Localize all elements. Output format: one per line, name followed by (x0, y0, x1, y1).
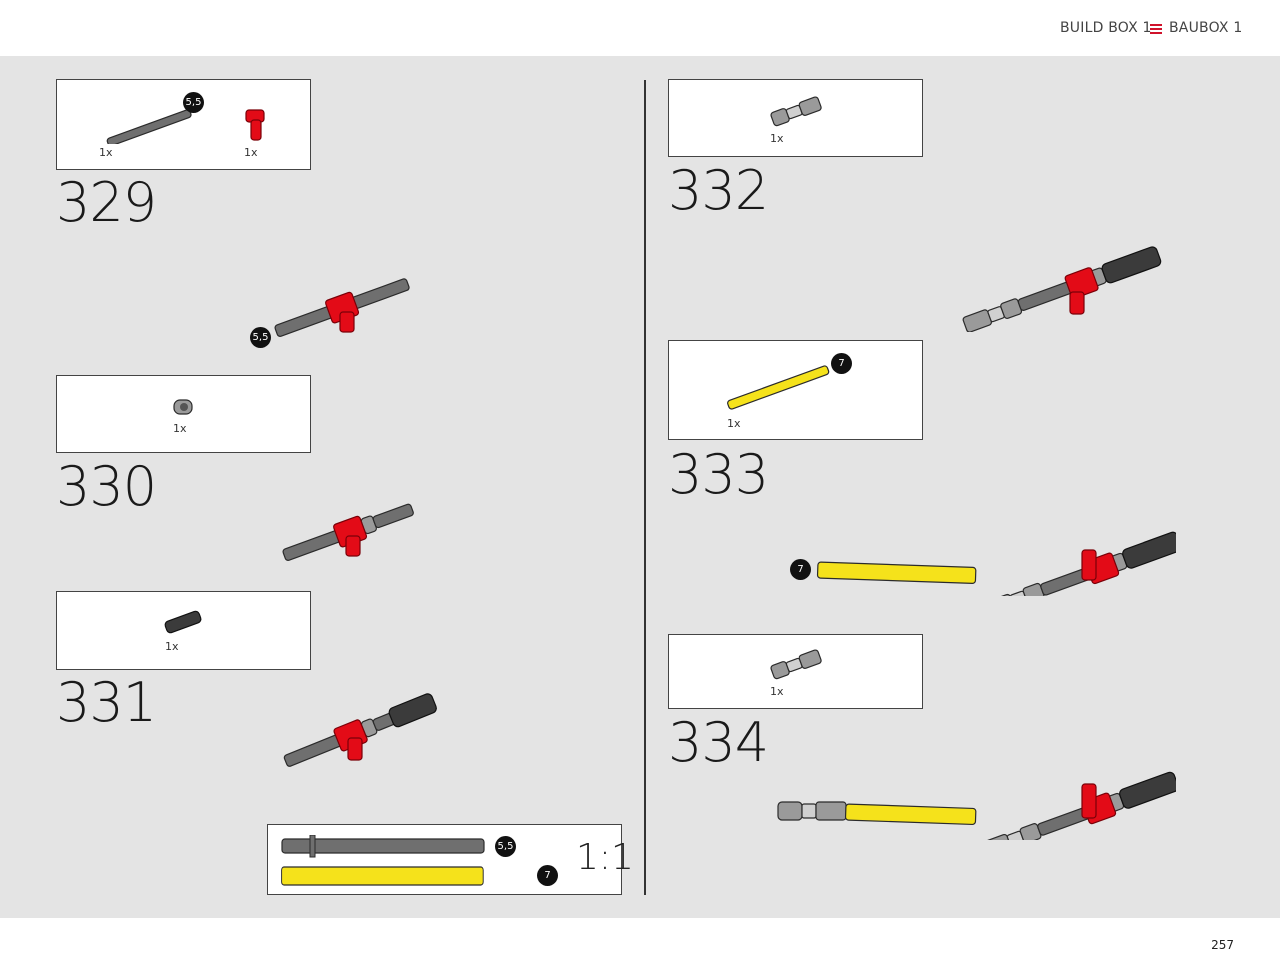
universal-joint-part-icon (770, 649, 822, 680)
step-number-333: 333 (668, 443, 769, 506)
part-qty: 1x (770, 132, 784, 145)
assembly-332-icon (962, 246, 1162, 332)
step-number-330: 330 (56, 455, 157, 518)
instruction-area (0, 56, 1280, 918)
assembly-333-icon (816, 531, 1176, 596)
parts-box-329: 5,5 1x 1x (56, 79, 311, 170)
universal-joint-part-icon (770, 96, 822, 127)
part-qty: 1x (165, 640, 179, 653)
length-badge: 5,5 (183, 92, 204, 113)
header-build-box: BUILD BOX 1 (1060, 20, 1152, 36)
yellow-axle-part-icon (727, 365, 830, 410)
part-qty: 1x (173, 422, 187, 435)
step-number-332: 332 (668, 159, 769, 222)
length-badge: 7 (831, 353, 852, 374)
step-number-329: 329 (56, 171, 157, 234)
header-baubox: BAUBOX 1 (1169, 20, 1243, 36)
scale-label: 1:1 (576, 837, 634, 878)
scale-axles-icon (281, 835, 485, 886)
axle-part-icon (106, 109, 192, 144)
page-number: 257 (1211, 938, 1234, 952)
flag-icon (1150, 24, 1162, 34)
parts-box-330: 1x (56, 375, 311, 453)
parts-box-334: 1x (668, 634, 923, 709)
parts-box-331: 1x (56, 591, 311, 670)
part-qty: 1x (244, 146, 258, 159)
bush-part-icon (173, 399, 193, 415)
connector-part-icon (164, 610, 202, 634)
page-footer: 257 (0, 918, 1280, 973)
column-divider (644, 80, 646, 895)
length-badge: 7 (790, 559, 811, 580)
gray-length-badge: 5,5 (495, 836, 516, 857)
assembly-334-icon (777, 771, 1176, 840)
part-qty: 1x (770, 685, 784, 698)
assembly-331-icon (283, 693, 437, 767)
part-qty: 1x (99, 146, 113, 159)
page-header: BUILD BOX 1 BAUBOX 1 (0, 0, 1280, 56)
length-badge: 5,5 (250, 327, 271, 348)
parts-box-332: 1x (668, 79, 923, 157)
assembly-330-icon (282, 503, 414, 561)
step-number-331: 331 (56, 671, 157, 734)
part-qty: 1x (727, 417, 741, 430)
yellow-length-badge: 7 (537, 865, 558, 886)
assembly-329-icon (274, 278, 410, 337)
scale-reference-box: 5,5 7 1:1 (267, 824, 634, 895)
red-connector-part-icon (245, 109, 265, 141)
parts-box-333: 7 1x (668, 340, 923, 440)
step-number-334: 334 (668, 711, 769, 774)
